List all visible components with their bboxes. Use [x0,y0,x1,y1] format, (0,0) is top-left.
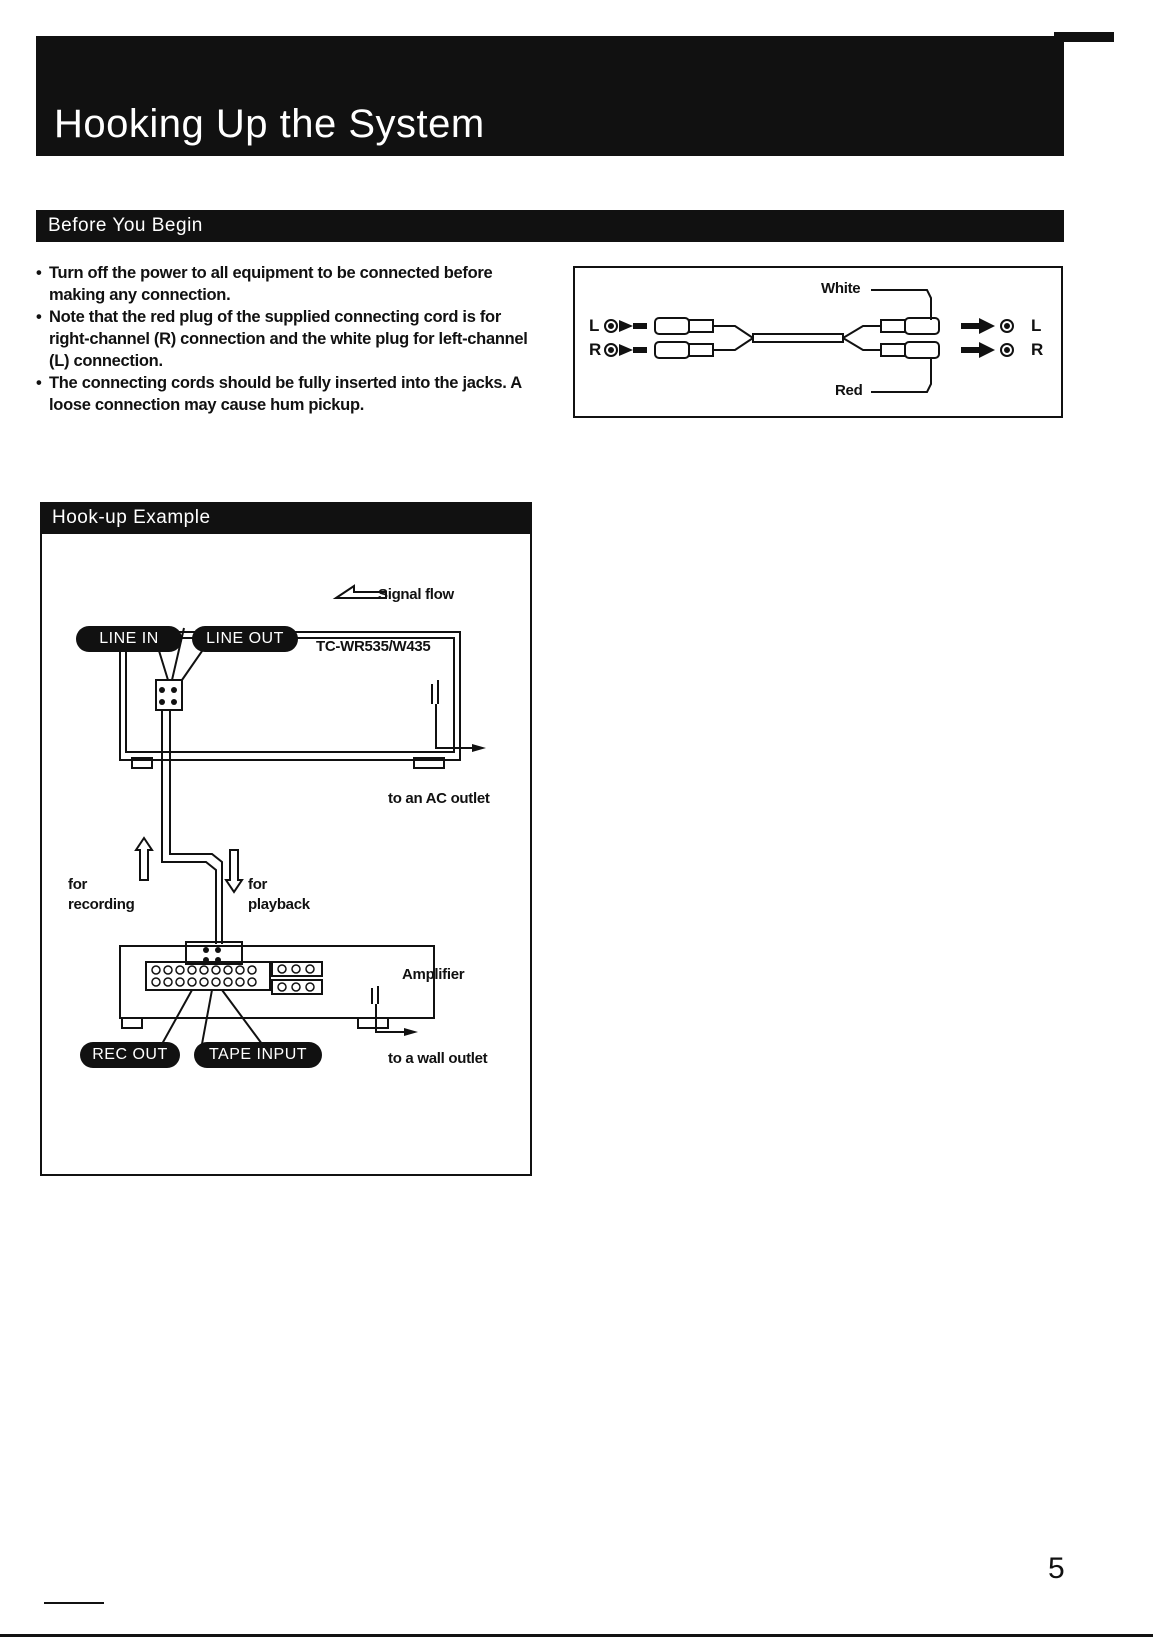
page-title: Hooking Up the System [54,102,485,146]
left-channel-label: L [589,316,600,335]
for-recording-label-line2: recording [68,896,135,913]
bullet-text: Note that the red plug of the supplied c… [49,308,528,370]
rec-out-badge: REC OUT [80,1042,180,1068]
bullet-text: The connecting cords should be fully ins… [49,374,522,414]
list-item: • The connecting cords should be fully i… [36,372,536,416]
red-plug-label: Red [835,382,863,399]
left-channel-label-right: L [1031,316,1042,335]
deck-model-label: TC-WR535/W435 [316,638,431,655]
signal-flow-label: Signal flow [378,586,454,603]
list-item: • Turn off the power to all equipment to… [36,262,536,306]
connecting-cord-diagram: White Red L R L R [573,266,1063,418]
section-heading-before-you-begin: Before You Begin [36,210,1064,242]
hookup-diagram [119,584,486,1045]
ac-outlet-label: to an AC outlet [388,790,490,807]
for-playback-label-line2: playback [248,896,310,913]
bullet-symbol: • [36,308,42,326]
title-banner-tab [1054,32,1114,42]
line-in-badge: LINE IN [76,626,182,652]
section-heading-hookup-example: Hook-up Example [40,502,532,534]
hookup-example-box: Hook-up Example [40,502,532,1176]
for-playback-label-line1: for [248,876,268,893]
line-out-badge: LINE OUT [192,626,298,652]
right-channel-label: R [589,340,601,359]
bottom-rule [0,1634,1153,1637]
white-plug-label: White [821,280,861,297]
list-item: • Note that the red plug of the supplied… [36,306,536,372]
footer-divider [44,1602,104,1604]
bullet-symbol: • [36,264,42,282]
right-channel-label-right: R [1031,340,1043,359]
tape-input-badge: TAPE INPUT [194,1042,322,1068]
connecting-cord-illustration [604,289,1014,393]
precautions-list: • Turn off the power to all equipment to… [36,262,536,416]
bullet-symbol: • [36,374,42,392]
for-recording-label-line1: for [68,876,88,893]
title-banner: Hooking Up the System [36,32,1114,156]
amplifier-label: Amplifier [402,966,465,983]
wall-outlet-label: to a wall outlet [388,1050,488,1067]
bullet-text: Turn off the power to all equipment to b… [49,264,493,304]
page-number: 5 [1048,1552,1065,1585]
